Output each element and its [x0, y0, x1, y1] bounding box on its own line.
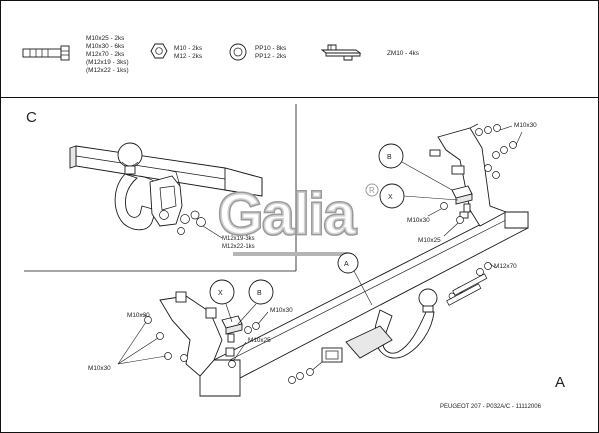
label-m10x25-mid: M10x25 [418, 237, 441, 244]
bolt-size-0: M10x25 - 2ks [86, 35, 124, 42]
long-bolts-m12 [446, 273, 488, 306]
watermark-underline [233, 252, 348, 256]
svg-text:B: B [387, 154, 392, 161]
nut-size-0: M10 - 2ks [174, 45, 202, 52]
bolt-size-1: M10x30 - 6ks [86, 43, 124, 50]
registered-mark: R [369, 186, 375, 195]
detail-c-panel: C [24, 104, 297, 272]
callout-b-right: B [378, 143, 453, 191]
detail-c-letter: C [26, 109, 37, 126]
plate-icon [320, 44, 362, 61]
detail-c-bolts [159, 210, 206, 235]
washer-icon [229, 43, 247, 61]
detail-c-bolt-label-0: M12x19-3ks [222, 236, 255, 242]
main-bolts [144, 124, 517, 384]
bolt-size-2: M12x70 - 2ks [86, 51, 124, 58]
watermark-brand-fill: Galia [218, 182, 357, 247]
bolt-size-4: (M12x22 - 1ks) [86, 67, 129, 74]
plate-size: ZM10 - 4ks [387, 50, 419, 57]
main-view-letter: A [555, 374, 565, 391]
svg-text:B: B [257, 290, 262, 297]
left-bracket-arm [159, 291, 223, 377]
label-m10x30-left: M10x30 [127, 312, 150, 319]
watermark-brand: Galia [218, 182, 357, 247]
nut-size-1: M12 - 2ks [174, 53, 202, 60]
legend: M10x25 - 2ks M10x30 - 6ks M12x70 - 2ks (… [22, 35, 419, 74]
galia-watermark: Galia Galia R [217, 181, 379, 256]
svg-text:X: X [218, 290, 223, 297]
main-view-a: A [88, 122, 565, 397]
washer-size-0: PP10 - 8ks [255, 45, 286, 52]
hex-nut-icon [150, 43, 168, 59]
bolt-icon [22, 45, 70, 61]
callout-b-left: B [237, 279, 274, 325]
callout-a: A [337, 252, 373, 306]
main-tow-ball-assembly [345, 288, 438, 359]
label-m12x70: M12x70 [494, 263, 517, 270]
label-m10x25-left: M10x25 [248, 337, 271, 344]
right-bracket-arm [429, 123, 508, 227]
callout-x-left: X [209, 279, 235, 323]
right-plates [451, 185, 473, 219]
leader-m10x30-right [499, 125, 513, 131]
washer-size-1: PP12 - 2ks [255, 53, 286, 60]
electrical-socket [309, 347, 343, 373]
bolt-size-3: (M12x19 - 3ks) [86, 59, 129, 66]
detail-c-bolt-label-1: M12x22-1ks [222, 244, 255, 250]
detail-c-leader [202, 225, 223, 239]
detail-c-bracket [149, 169, 183, 227]
drawing-footer: PEUGEOT 207 - P032A/C - 11112006 [440, 404, 542, 410]
label-m10x30-right: M10x30 [514, 122, 537, 129]
callout-x-right: X [379, 183, 459, 209]
label-m10x30-bottom: M10x30 [88, 365, 111, 372]
svg-text:X: X [388, 194, 393, 201]
svg-text:A: A [344, 261, 349, 268]
label-m10x30-left2: M10x30 [270, 307, 293, 314]
main-crossbar [199, 211, 529, 397]
registered-mark-ring [365, 183, 379, 197]
label-m10x30-mid: M10x30 [407, 217, 430, 224]
detail-c-tow-ball [117, 142, 143, 175]
